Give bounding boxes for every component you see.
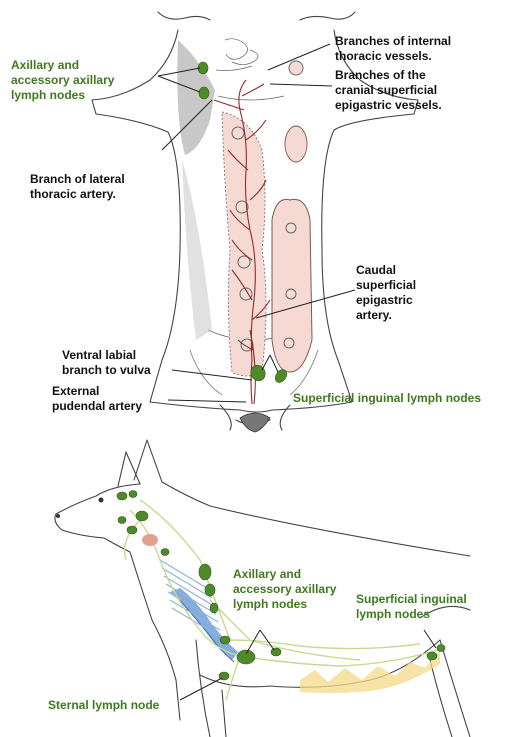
label-caudal-epigastric: Caudal superficial epigastric artery. [356, 263, 416, 323]
superficial-inguinal-lymph-node [427, 652, 437, 660]
label-sternal-node: Sternal lymph node [48, 698, 159, 713]
rib-cage [160, 560, 222, 638]
left-forelimb-shading [177, 40, 215, 155]
label-axillary-nodes-bottom: Axillary and accessory axillary lymph no… [233, 567, 336, 612]
label-superficial-inguinal-bottom: Superficial inguinal lymph nodes [356, 592, 467, 622]
axillary-lymph-node [237, 650, 255, 664]
leader-bottom-inguinal [424, 630, 436, 648]
leader-sternal [180, 678, 222, 700]
label-superficial-inguinal-top: Superficial inguinal lymph nodes [293, 391, 481, 406]
accessory-axillary-lymph-node [199, 87, 209, 99]
right-cranial-teat [289, 61, 303, 75]
teat [286, 223, 296, 233]
head-outline [55, 484, 140, 552]
back-outline [162, 482, 470, 556]
right-thoracic-gland [285, 126, 307, 162]
salivary-gland [142, 534, 158, 546]
accessory-axillary-lymph-node [271, 648, 281, 656]
leader-cranial-epigastric [270, 84, 332, 86]
teat [284, 338, 294, 348]
label-ventral-labial: Ventral labial branch to vulva [62, 348, 151, 378]
label-cranial-epigastric: Branches of the cranial superficial epig… [335, 68, 442, 113]
label-lateral-thoracic: Branch of lateral thoracic artery. [30, 172, 125, 202]
label-external-pudendal: External pudendal artery [52, 384, 142, 414]
superficial-inguinal-lymph-node [437, 645, 445, 652]
label-axillary-nodes-top: Axillary and accessory axillary lymph no… [11, 58, 114, 103]
leader-external-pudendal [168, 400, 246, 402]
teat [232, 127, 244, 139]
teat [286, 289, 296, 299]
label-internal-thoracic: Branches of internal thoracic vessels. [335, 34, 451, 64]
